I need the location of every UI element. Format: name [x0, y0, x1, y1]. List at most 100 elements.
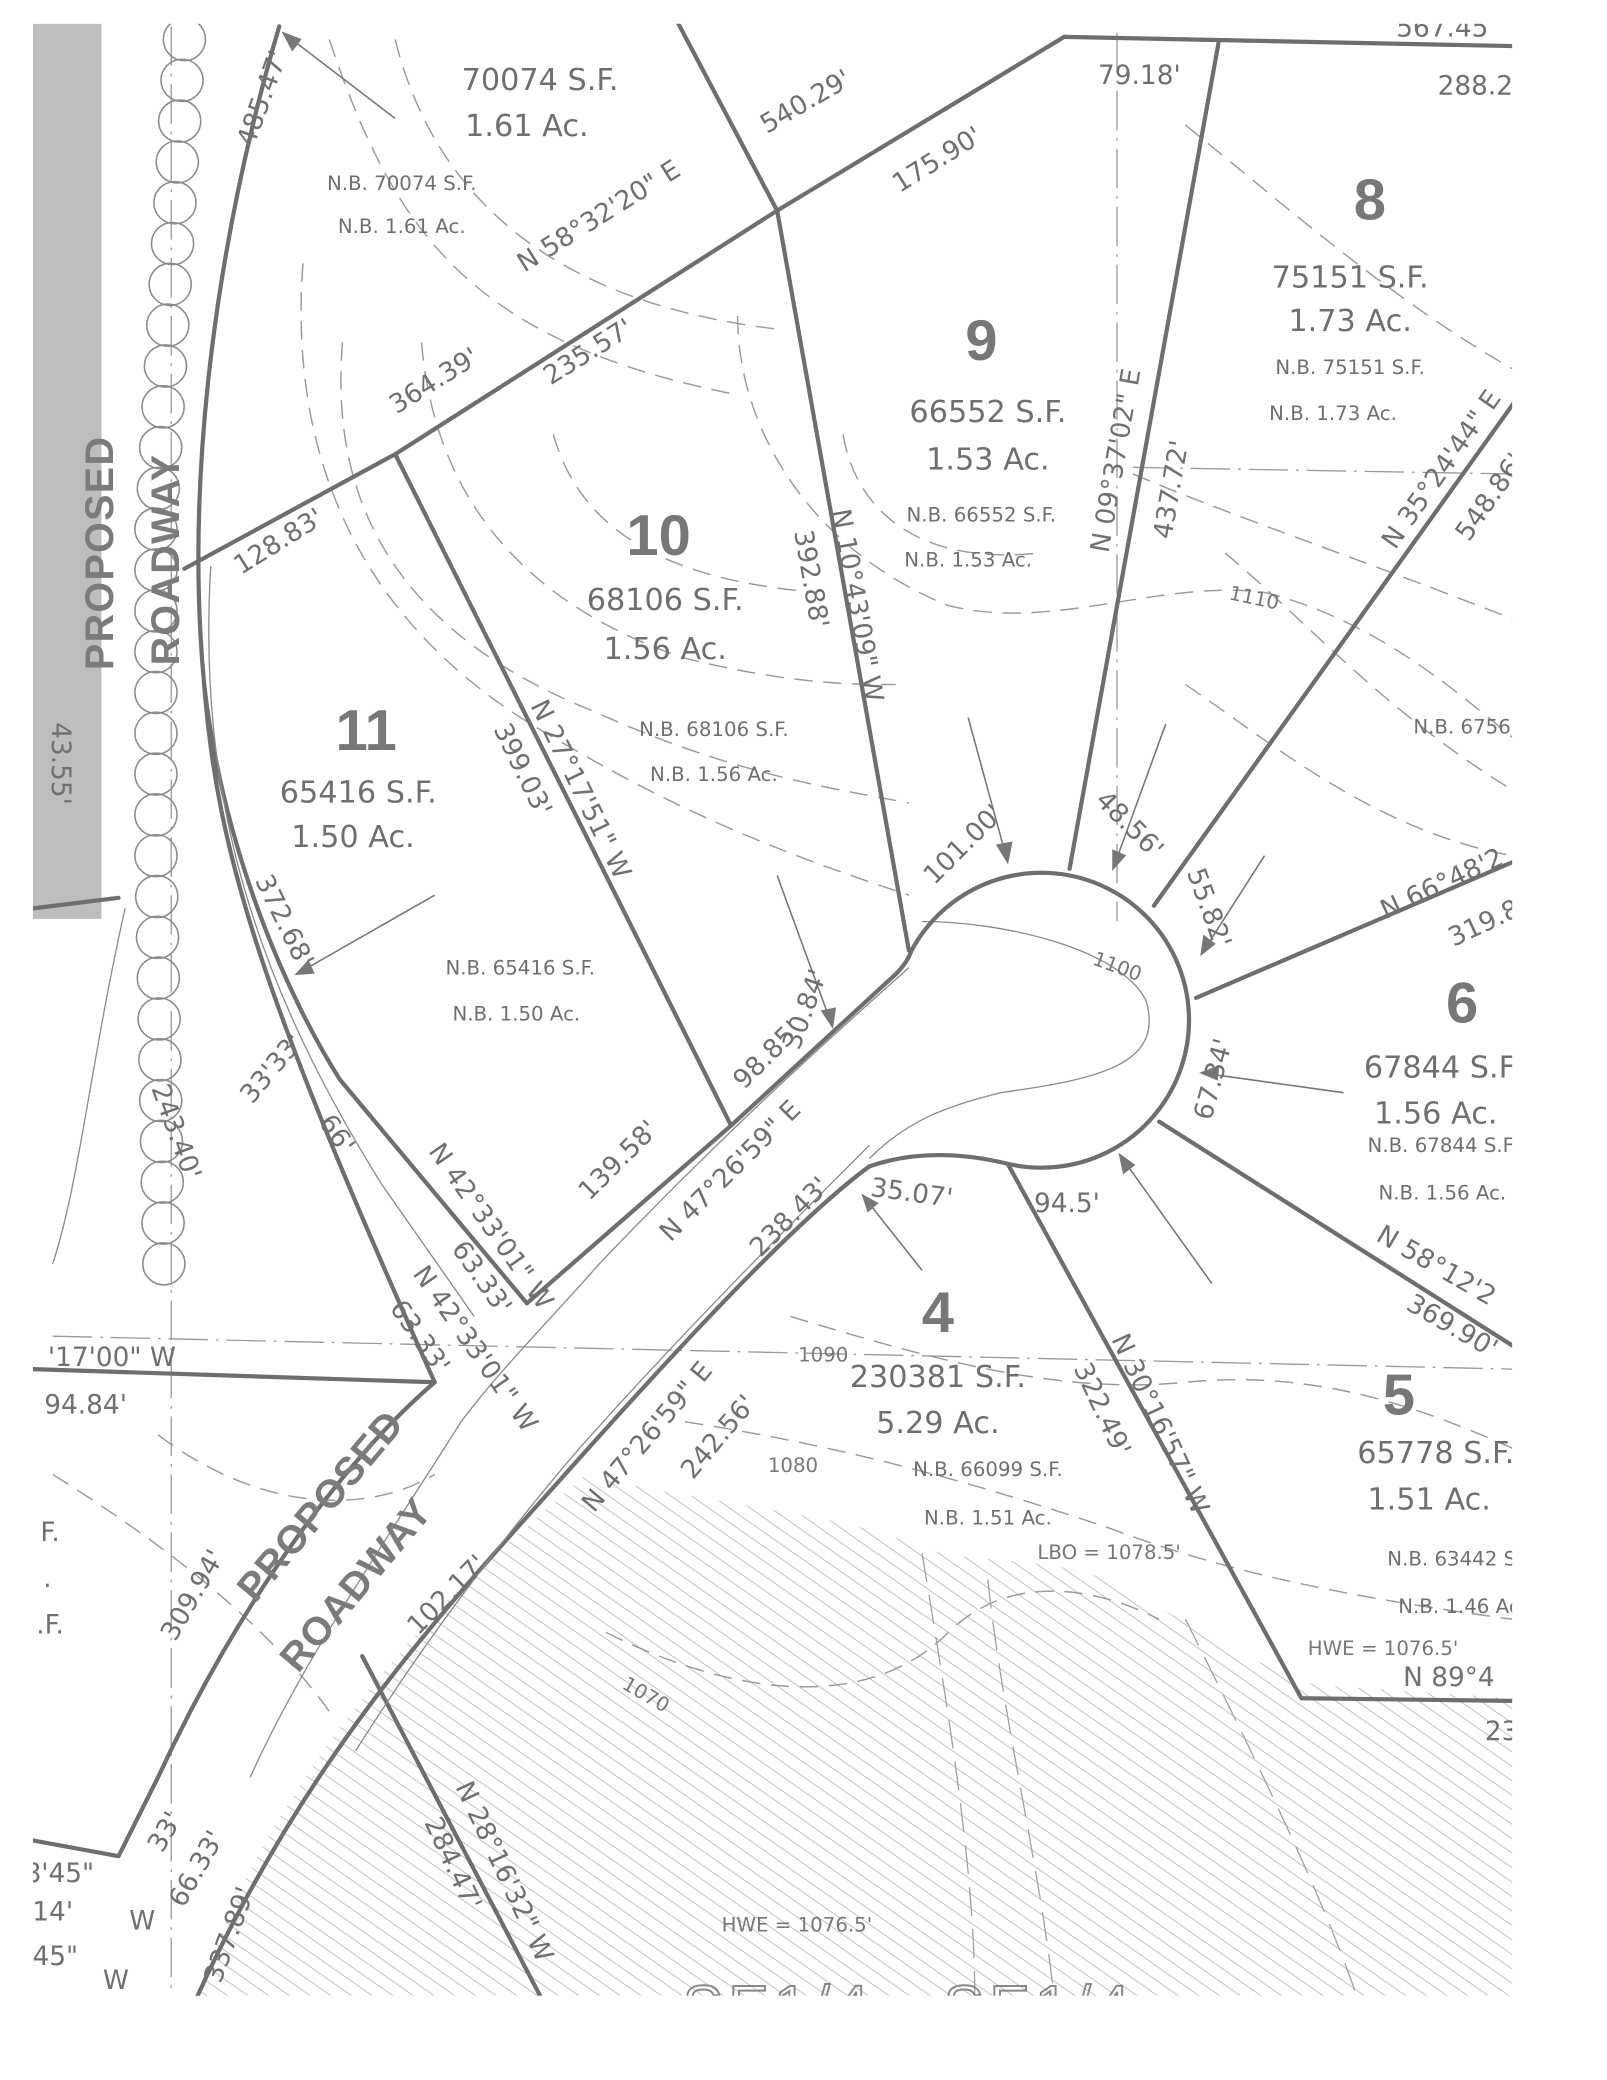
- tree-circle: [135, 915, 180, 960]
- dimension-label: 67.34': [1189, 1036, 1239, 1124]
- dimension-label: N 58°32'20" E: [512, 155, 686, 279]
- lbo-elevation-label: LBO = 1078.5': [1037, 1541, 1180, 1564]
- lot-nb-area-sf: N.B. 66099 S.F.: [913, 1458, 1063, 1481]
- lot-4-west-line: [360, 1653, 543, 1996]
- dimension-label: F.: [40, 1518, 59, 1548]
- tree-circle: [145, 303, 190, 348]
- lot-nb-area-acres: N.B. 1.46 Ac.: [1398, 1595, 1526, 1618]
- dimension-label: 94.5': [1034, 1189, 1100, 1219]
- contour-label: 1100: [1090, 947, 1145, 986]
- tree-circle: [134, 711, 178, 756]
- tree-circle: [140, 1160, 185, 1205]
- lot-area-acres: 1.56 Ac.: [603, 632, 726, 667]
- lot-8-6-line: [1151, 401, 1513, 908]
- lot-10-11-line: [393, 452, 734, 1128]
- lot-4-5-line: [1005, 1161, 1513, 1703]
- tree-circle: [150, 221, 195, 266]
- lot-9-10-line: [775, 208, 911, 953]
- dimension-label: 33': [142, 1807, 188, 1857]
- lot-area-acres: 1.50 Ac.: [291, 820, 414, 855]
- lot-nb-area-sf: N.B. 75151 S.F.: [1275, 356, 1425, 379]
- tree-circle: [134, 833, 178, 878]
- lot-nb-area-acres: N.B. 1.51 Ac.: [924, 1507, 1052, 1530]
- dimension-label: 48.56': [1089, 785, 1169, 865]
- lot-nb-area-sf: N.B. 68106 S.F.: [639, 718, 789, 741]
- lot-area-sf: 65778 S.F.: [1357, 1436, 1514, 1471]
- left-boundary: [32, 1367, 437, 1385]
- dimension-label: 437.72': [1148, 438, 1195, 541]
- dimension-label: .: [43, 1564, 51, 1594]
- tree-circle: [157, 99, 202, 143]
- proposed-roadway-label: ROADWAY: [144, 454, 188, 666]
- lot-area-acres: 1.61 Ac.: [465, 109, 588, 144]
- lot-number: 4: [922, 1281, 954, 1345]
- lot-area-sf: 70074 S.F.: [462, 63, 619, 98]
- tree-circle: [134, 588, 178, 633]
- tree-circle: [141, 1241, 186, 1286]
- dimension-label: W: [103, 1966, 129, 1996]
- tree-circle: [138, 1037, 182, 1082]
- lot-9-west-upper: [676, 23, 780, 213]
- lot-number: 5: [1383, 1364, 1415, 1428]
- plat-labels: 70074 S.F.1.61 Ac.N.B. 70074 S.F.N.B. 1.…: [24, 13, 1537, 2041]
- dimension-label: 8'45": [24, 1859, 94, 1889]
- lot-nb-area-sf: N.B. 67844 S.F.: [1368, 1134, 1518, 1157]
- dimension-label: 79.18': [1098, 61, 1181, 91]
- tree-circle: [138, 1078, 183, 1123]
- fence-lines: [52, 26, 1513, 1996]
- dimension-label: 392.88': [787, 528, 834, 631]
- dimension-label: 14': [32, 1897, 73, 1927]
- dimension-label: N 09°37'02" E: [1086, 366, 1148, 554]
- lot-nb-area-sf: N.B. 6756: [1413, 716, 1510, 739]
- lot-nb-area-sf: N.B. 63442 S.F.: [1387, 1548, 1537, 1571]
- lot-area-sf: 68106 S.F.: [587, 583, 744, 618]
- quarter-section-label: SE1/4 - SE1/4: [683, 1973, 1135, 2041]
- lot-nb-area-acres: N.B. 1.56 Ac.: [650, 763, 778, 786]
- lot-number: 8: [1354, 168, 1386, 232]
- tree-circle: [143, 344, 188, 388]
- lot-nb-area-acres: N.B. 1.56 Ac.: [1378, 1182, 1506, 1205]
- dimension-label: W: [129, 1907, 155, 1937]
- tree-circle: [134, 670, 178, 715]
- tree-circle: [134, 752, 178, 796]
- tree-circle: [134, 629, 178, 674]
- lot-area-sf: 67844 S.F.: [1364, 1050, 1521, 1085]
- lot-area-sf: 230381 S.F.: [850, 1360, 1026, 1395]
- lot-nb-area-sf: N.B. 65416 S.F.: [446, 956, 596, 979]
- lot-nb-area-acres: N.B. 1.53 Ac.: [904, 548, 1032, 571]
- lot-nb-area-acres: N.B. 1.61 Ac.: [338, 215, 466, 238]
- contour-label: 1090: [798, 1343, 848, 1366]
- dimension-label: 238.43': [744, 1172, 836, 1263]
- cul-de-sac: [867, 870, 1192, 1170]
- tree-circle: [136, 956, 181, 1000]
- dimension-label: 540.29': [755, 64, 856, 140]
- tree-circle: [134, 874, 179, 919]
- tree-circle: [134, 507, 178, 552]
- dimension-label: '17'00" W: [48, 1343, 176, 1373]
- tree-circle: [141, 1201, 185, 1245]
- dimension-label: 567.45: [1396, 13, 1488, 43]
- lot-11-west-line: [202, 682, 529, 1306]
- boundary-lines: [32, 23, 1513, 1996]
- road-north-edge: [524, 948, 914, 1306]
- tree-circle: [134, 793, 178, 837]
- contour-label: 1080: [768, 1454, 818, 1477]
- dimension-label: .F.: [36, 1610, 64, 1640]
- road-west-edge: [32, 1380, 437, 1859]
- tree-circle: [137, 997, 181, 1041]
- road-south-edge: [195, 1164, 872, 1996]
- dimension-label: 33'33': [235, 1028, 310, 1110]
- tree-circle: [141, 384, 185, 429]
- lot-number: 6: [1446, 971, 1478, 1035]
- north-boundary: [1062, 34, 1513, 49]
- lot-nb-area-sf: N.B. 66552 S.F.: [907, 504, 1057, 527]
- scan-edge-strip: [32, 23, 102, 919]
- lot-area-acres: 1.73 Ac.: [1288, 304, 1411, 339]
- lot-area-acres: 1.51 Ac.: [1367, 1482, 1490, 1517]
- lot-area-sf: 66552 S.F.: [909, 395, 1066, 430]
- dimension-label: 101.00': [918, 799, 1010, 890]
- lot-area-acres: 1.56 Ac.: [1374, 1097, 1497, 1132]
- dimension-arrows: [281, 31, 1344, 1285]
